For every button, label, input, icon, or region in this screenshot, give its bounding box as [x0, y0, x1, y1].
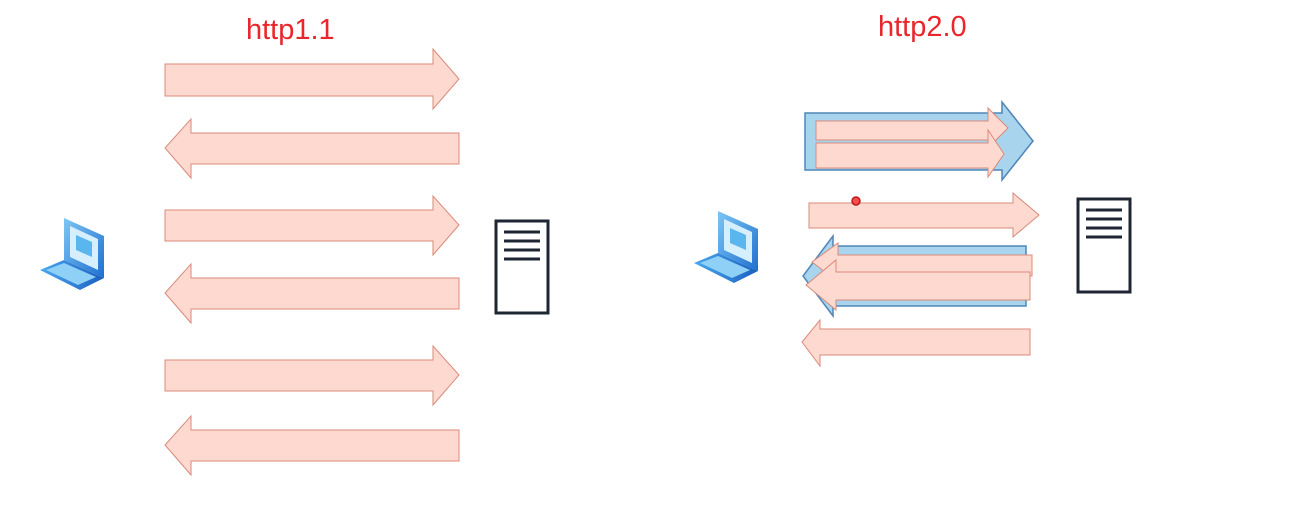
request-arrow-c — [808, 191, 1040, 239]
server-icon — [1076, 197, 1132, 294]
cursor-dot — [851, 196, 861, 206]
request-arrow-2 — [164, 194, 460, 257]
laptop-icon — [40, 218, 104, 290]
http2-0-title: http2.0 — [878, 11, 967, 43]
http2-0-multiplexed-streams — [801, 99, 1040, 368]
request-arrow-a — [815, 106, 1009, 150]
request-arrow-b — [815, 128, 1005, 179]
server-icon — [494, 219, 550, 315]
response-arrow-3 — [164, 414, 460, 477]
http2-0-client — [694, 211, 758, 283]
http1-1-client — [40, 218, 104, 290]
response-arrow-c — [801, 318, 1031, 368]
response-arrow-b — [805, 258, 1031, 312]
response-arrow-1 — [164, 117, 460, 180]
response-arrow-2 — [164, 262, 460, 325]
request-arrow-1 — [164, 47, 460, 111]
request-arrow-3 — [164, 344, 460, 407]
http1-1-title: http1.1 — [246, 14, 335, 46]
laptop-icon — [694, 211, 758, 283]
http1-1-request-response-sequence — [164, 47, 460, 477]
